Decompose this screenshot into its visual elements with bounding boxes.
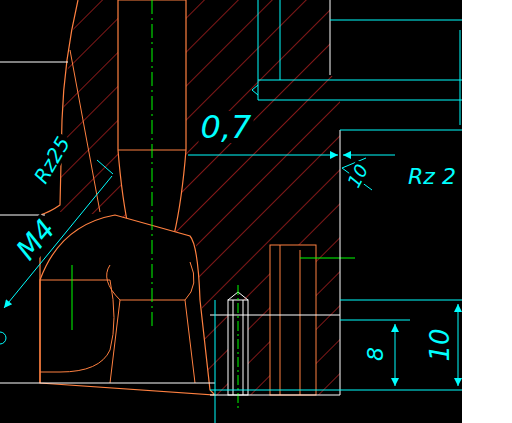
dimension-text: 8 <box>365 345 387 363</box>
lower-cavity <box>40 215 215 395</box>
section-drawing <box>0 0 462 423</box>
pin-pocket <box>270 245 316 395</box>
roughness-text: Rz 2 <box>406 166 458 188</box>
dimension-text: 10 <box>427 326 453 363</box>
drawing-ground: 0,7Rz25M410Rz 2810 <box>0 0 462 423</box>
dimension-text: 0,7 <box>199 111 254 143</box>
